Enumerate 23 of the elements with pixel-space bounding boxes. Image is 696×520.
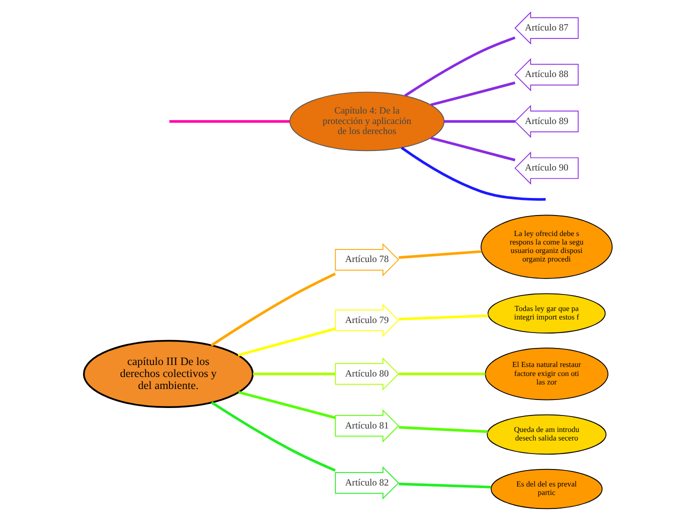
connector	[238, 326, 336, 356]
connector	[400, 146, 546, 200]
connector	[210, 400, 336, 472]
connector	[398, 314, 488, 320]
connector	[398, 482, 492, 488]
connector	[238, 390, 336, 418]
connector	[398, 372, 486, 375]
node-ellipse: Capítulo 4: De la protección y aplicación de los derechos	[289, 91, 445, 151]
connector	[430, 81, 516, 106]
node-ellipse: Todas ley gar que pa integri import estos f	[488, 292, 606, 334]
connector	[210, 272, 336, 346]
connector	[398, 426, 488, 432]
node-ellipse: Queda de am introdu desech salida secero	[486, 414, 606, 454]
connector	[398, 250, 482, 258]
connector	[430, 136, 516, 161]
node-ellipse: Es del del es preval partic	[490, 468, 603, 509]
connector	[404, 36, 516, 96]
node-ellipse: La ley ofrecid debe s respons la come la segu usuario organiz disposi organiz procedi	[480, 214, 613, 278]
connector	[169, 120, 290, 122]
connector	[444, 120, 516, 122]
node-ellipse: capítulo III De los derechos colectivos y del ambiente.	[83, 339, 254, 408]
connector	[253, 372, 336, 375]
node-ellipse: El Esta natural restaur factore exigir con oti las zor	[484, 347, 608, 400]
